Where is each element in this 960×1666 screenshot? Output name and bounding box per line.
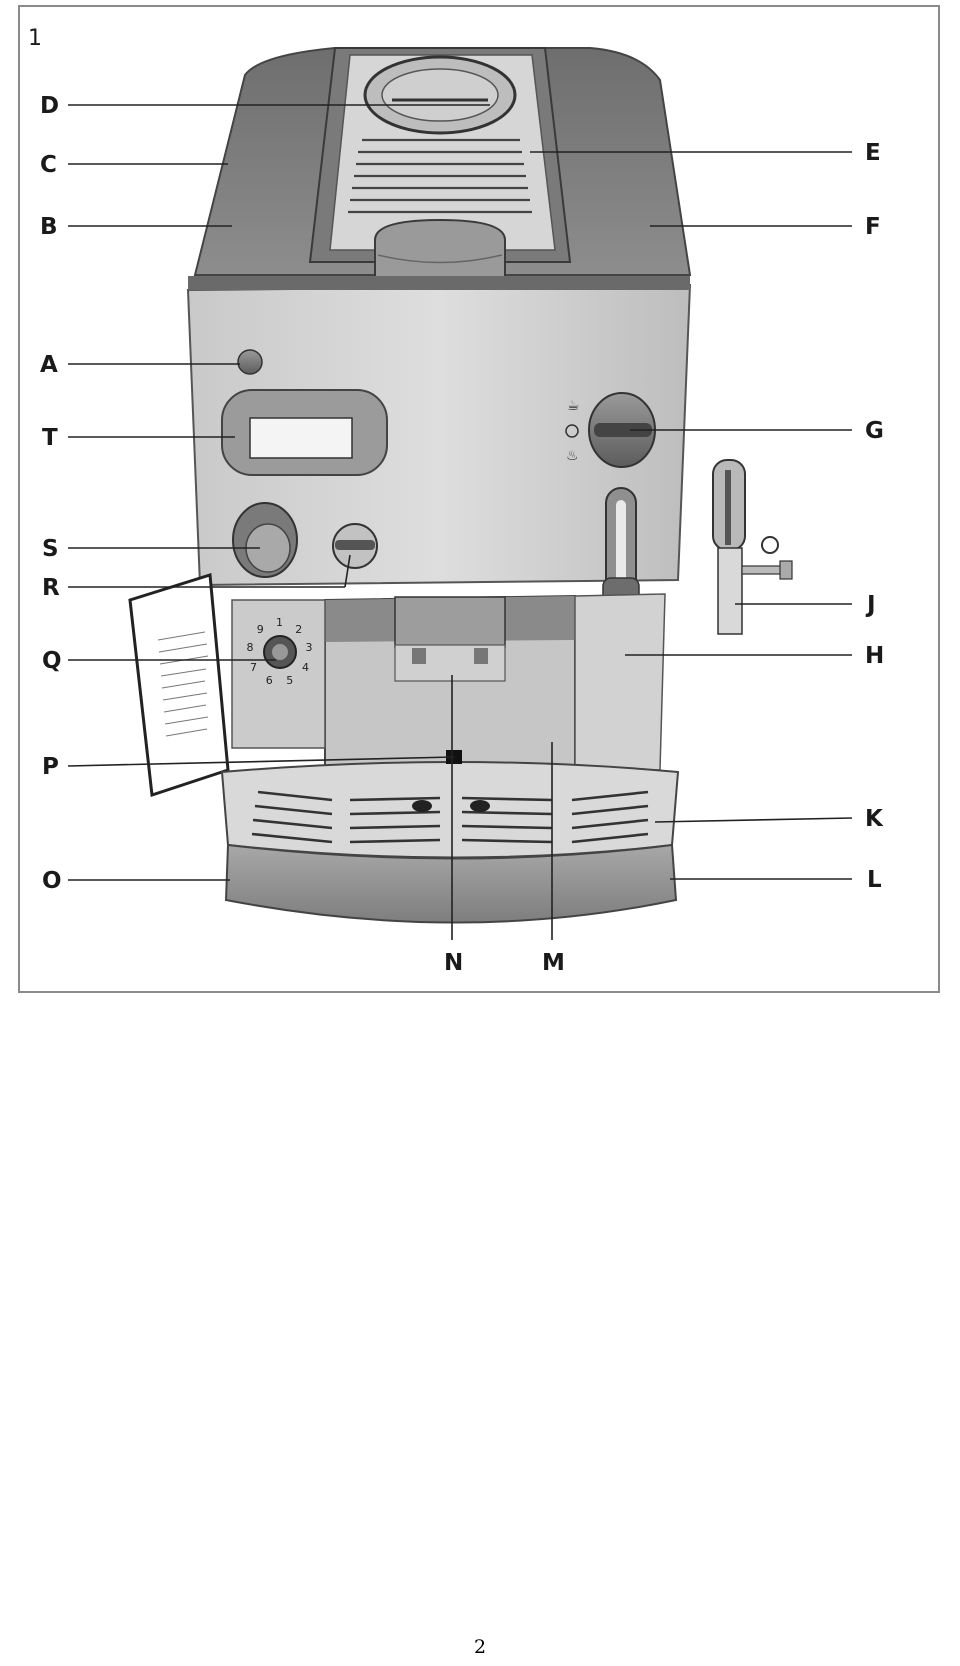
label-L: L (867, 867, 882, 893)
label-D: D (40, 93, 59, 119)
dial-number: 8 (247, 641, 254, 654)
dial-number: 4 (302, 661, 309, 674)
svg-text:♨: ♨ (566, 448, 579, 464)
program-card (128, 573, 230, 798)
label-Q: Q (42, 648, 62, 674)
svg-text:☕: ☕ (567, 398, 580, 414)
bean-container-lid (363, 55, 517, 135)
label-A: A (40, 352, 58, 378)
label-F: F (865, 214, 881, 240)
dial-number: 7 (250, 661, 257, 674)
label-K: K (865, 806, 884, 832)
power-button (237, 349, 263, 375)
label-C: C (40, 152, 57, 178)
label-G: G (865, 418, 884, 444)
label-H: H (865, 643, 884, 669)
machine-body (186, 276, 692, 587)
leader-lines (67, 104, 853, 940)
brewing-area (324, 593, 666, 774)
cappuccino-accessory (712, 459, 793, 635)
dial-number: 5 (286, 674, 293, 687)
label-J: J (865, 592, 876, 618)
label-N: N (444, 950, 463, 976)
dial-number: 2 (295, 623, 302, 636)
label-S: S (42, 536, 59, 562)
steam-knob: ☕ ♨ (565, 392, 656, 468)
label-M: M (542, 950, 565, 976)
label-T: T (42, 425, 58, 451)
label-B: B (40, 214, 58, 240)
dial-number: 9 (257, 623, 264, 636)
figure-number: 1 (28, 26, 42, 51)
drip-tray (220, 750, 680, 859)
display-panel (221, 389, 388, 476)
label-R: R (42, 575, 60, 601)
label-O: O (42, 868, 62, 894)
grill-slots (348, 138, 532, 214)
dial-number: 1 (276, 616, 283, 629)
dial-number: 3 (306, 641, 313, 654)
rotary-knob (232, 502, 298, 578)
label-E: E (865, 140, 881, 166)
machine-base (224, 843, 678, 924)
page-number: 2 (473, 1636, 487, 1658)
label-P: P (42, 754, 59, 780)
dial-number: 6 (266, 674, 273, 687)
selector-switch (332, 523, 378, 569)
